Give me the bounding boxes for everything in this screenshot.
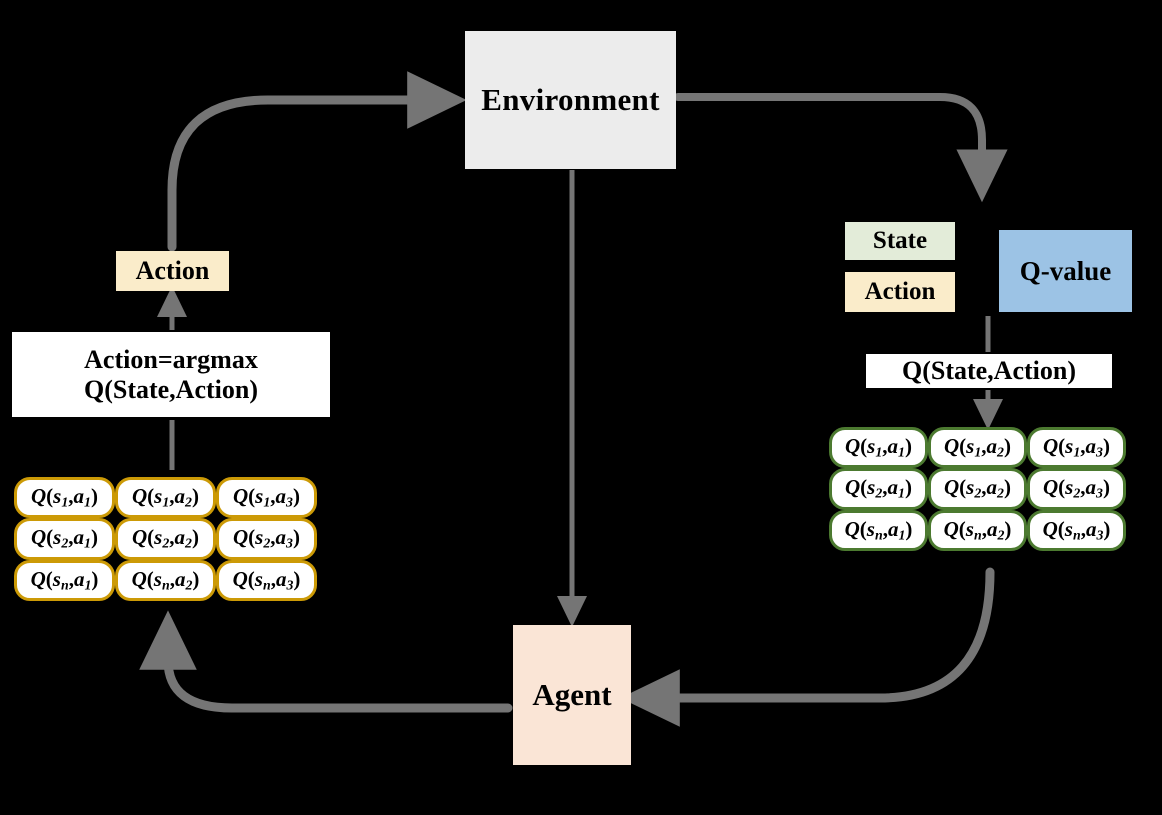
legend-action-node: Action xyxy=(845,272,955,312)
q-cell: Q(s1,a3) xyxy=(1027,427,1126,469)
action-label: Action xyxy=(135,256,210,286)
q-cell: Q(s2,a2) xyxy=(928,468,1027,510)
q-cell: Q(sn,a3) xyxy=(216,559,317,602)
edge-action-to-environment xyxy=(167,71,467,252)
q-state-action-label-node: Q(State,Action) xyxy=(866,354,1112,388)
agent-label: Agent xyxy=(532,676,612,712)
q-value-label: Q-value xyxy=(1019,255,1112,286)
q-cell: Q(s1,a3) xyxy=(216,477,317,519)
q-cell: Q(s2,a1) xyxy=(829,468,928,510)
argmax-line-1: Action=argmax xyxy=(84,345,258,375)
q-cell: Q(s2,a1) xyxy=(14,518,115,560)
legend-state-node: State xyxy=(845,222,955,260)
q-cell: Q(s1,a1) xyxy=(14,477,115,519)
q-state-action-label: Q(State,Action) xyxy=(901,356,1076,386)
q-table-left: Q(s1,a1)Q(s1,a2)Q(s1,a3) Q(s2,a1)Q(s2,a2)… xyxy=(14,477,317,602)
edge-agent-to-qtable-left xyxy=(139,610,513,713)
edge-qtable-right-to-agent xyxy=(620,567,995,727)
legend-state-label: State xyxy=(872,227,928,254)
q-cell: Q(s1,a2) xyxy=(115,477,216,519)
argmax-formula-node: Action=argmax Q(State,Action) xyxy=(12,332,330,417)
agent-node: Agent xyxy=(513,625,631,765)
q-cell: Q(sn,a1) xyxy=(829,509,928,552)
q-cell: Q(s2,a2) xyxy=(115,518,216,560)
legend-action-label: Action xyxy=(864,278,936,305)
environment-node: Environment xyxy=(465,31,676,169)
environment-label: Environment xyxy=(481,81,660,117)
argmax-line-2: Q(State,Action) xyxy=(83,374,258,404)
q-value-node: Q-value xyxy=(999,230,1132,312)
action-node: Action xyxy=(116,251,229,291)
q-cell: Q(s2,a3) xyxy=(1027,468,1126,510)
q-cell: Q(s2,a3) xyxy=(216,518,317,560)
q-cell: Q(sn,a1) xyxy=(14,559,115,602)
q-cell: Q(sn,a2) xyxy=(928,509,1027,552)
edge-environment-to-qvalue xyxy=(674,93,1008,203)
q-cell: Q(sn,a3) xyxy=(1027,509,1126,552)
q-cell: Q(s1,a2) xyxy=(928,427,1027,469)
q-table-right: Q(s1,a1)Q(s1,a2)Q(s1,a3) Q(s2,a1)Q(s2,a2)… xyxy=(829,427,1126,552)
q-cell: Q(sn,a2) xyxy=(115,559,216,602)
q-cell: Q(s1,a1) xyxy=(829,427,928,469)
